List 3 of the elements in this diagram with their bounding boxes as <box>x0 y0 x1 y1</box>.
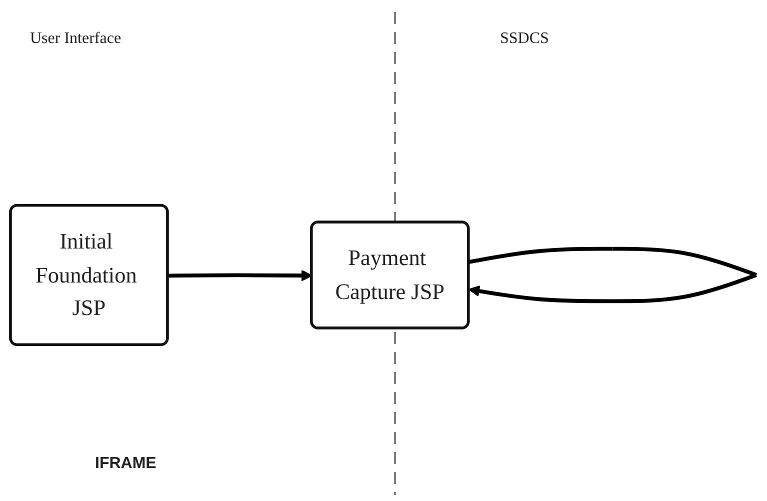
section-heading: User Interface <box>30 30 122 48</box>
section-heading: SSDCS <box>500 30 549 48</box>
frame-label: IFRAME <box>95 455 156 473</box>
